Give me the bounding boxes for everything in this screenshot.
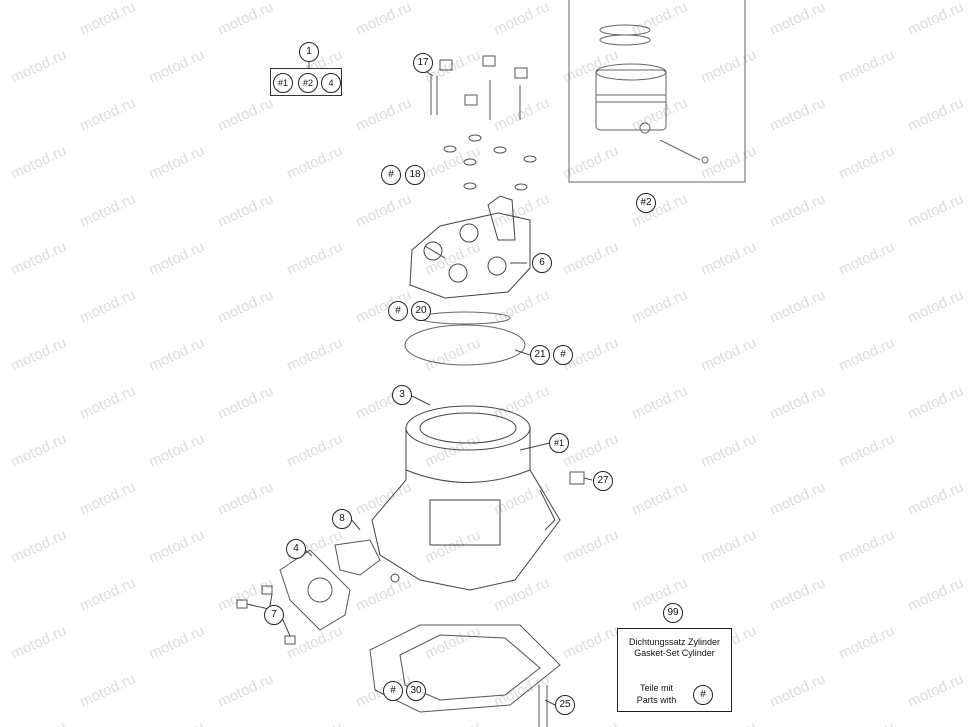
- part-27-sketch: [569, 471, 585, 485]
- legend-line-en: Gasket-Set Cylinder: [634, 648, 715, 658]
- callout-21-hash[interactable]: #: [553, 345, 573, 365]
- head-nuts-group: [430, 55, 537, 191]
- callout-1[interactable]: 1: [299, 42, 319, 62]
- callout-21[interactable]: 21: [530, 345, 550, 365]
- callout-27[interactable]: 27: [593, 471, 613, 491]
- callout-30[interactable]: 30: [406, 681, 426, 701]
- callout-7[interactable]: 7: [264, 605, 284, 625]
- callout-hash-1-in-group[interactable]: #1: [273, 73, 293, 93]
- legend-line-de: Dichtungssatz Zylinder: [628, 637, 721, 647]
- callout-hash-2[interactable]: #2: [636, 193, 656, 213]
- callout-18[interactable]: 18: [405, 165, 425, 185]
- callout-3[interactable]: 3: [392, 385, 412, 405]
- callout-17[interactable]: 17: [413, 53, 433, 73]
- callout-6[interactable]: 6: [532, 253, 552, 273]
- callout-4-in-group[interactable]: 4: [321, 73, 341, 93]
- callout-8[interactable]: 8: [332, 509, 352, 529]
- callout-hash-1[interactable]: #1: [549, 433, 569, 453]
- callout-hash-2-in-group[interactable]: #2: [298, 73, 318, 93]
- callout-20[interactable]: 20: [411, 301, 431, 321]
- callout-99[interactable]: 99: [663, 603, 683, 623]
- callout-25[interactable]: 25: [555, 695, 575, 715]
- cylinder: [371, 405, 561, 591]
- stud: [538, 685, 548, 727]
- gasket-set-legend: Dichtungssatz Zylinder Gasket-Set Cylind…: [617, 628, 732, 712]
- callout-30-hash[interactable]: #: [383, 681, 403, 701]
- cylinder-head: [409, 195, 531, 299]
- piston-detail-box: [568, 0, 746, 183]
- callout-18-hash[interactable]: #: [381, 165, 401, 185]
- callout-20-hash[interactable]: #: [388, 301, 408, 321]
- callout-4[interactable]: 4: [286, 539, 306, 559]
- legend-parts-en: Parts with: [636, 695, 677, 705]
- exhaust-flange: [236, 539, 381, 645]
- legend-parts-de: Teile mit: [639, 683, 673, 693]
- legend-hash-badge[interactable]: #: [693, 685, 713, 705]
